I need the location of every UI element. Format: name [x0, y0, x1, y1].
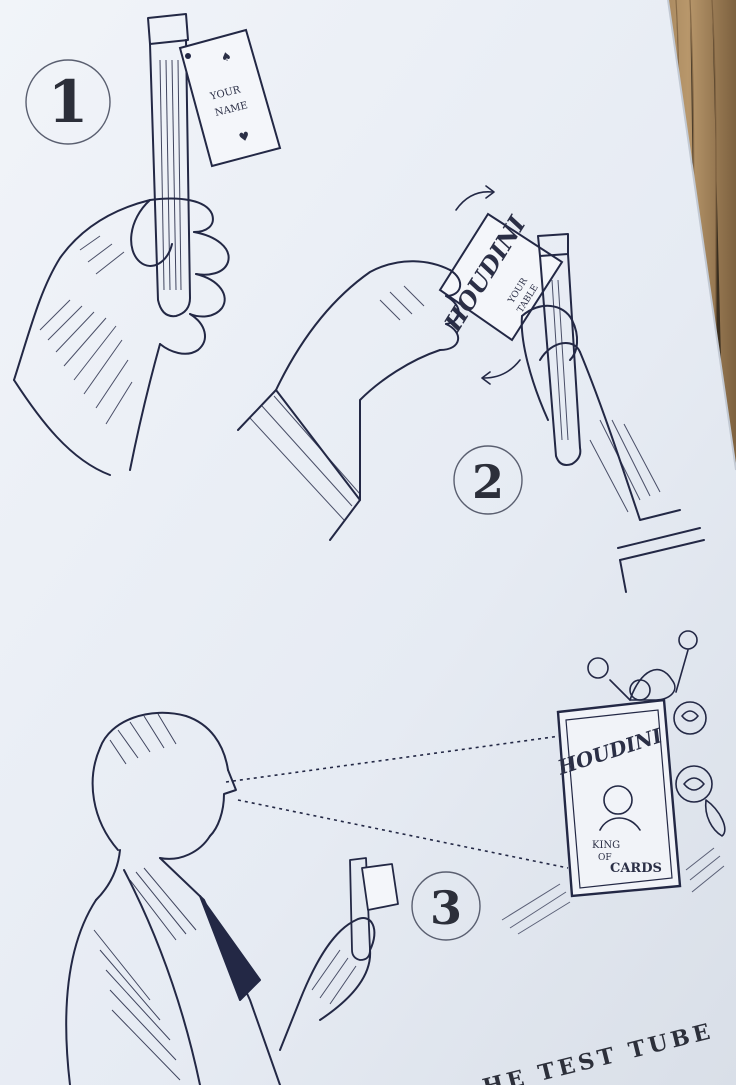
poster-cards: CARDS	[610, 861, 662, 876]
step-3-number: 3	[430, 881, 462, 935]
step-2-number: 2	[472, 455, 504, 509]
poster-king: KING	[592, 840, 620, 851]
houdini-poster: HOUDINI KING OF CARDS	[554, 700, 680, 896]
step-1-number: 1	[48, 68, 88, 136]
